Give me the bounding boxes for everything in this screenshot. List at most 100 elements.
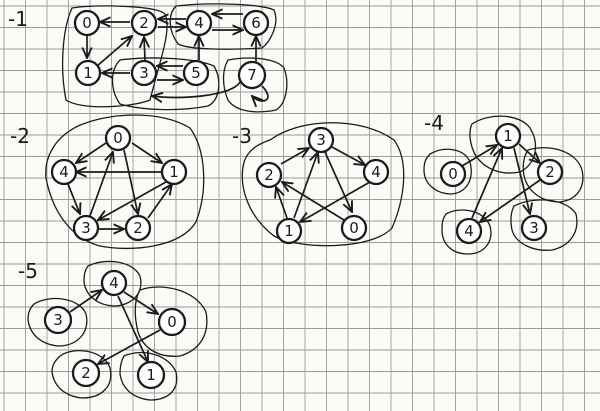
graph-edge bbox=[252, 85, 269, 101]
graph-node: 1 bbox=[275, 217, 303, 245]
graph-edge bbox=[518, 143, 540, 163]
svg-text:1: 1 bbox=[83, 64, 93, 82]
svg-text:0: 0 bbox=[167, 313, 177, 331]
svg-text:7: 7 bbox=[247, 66, 257, 84]
graph-node: 0 bbox=[104, 124, 132, 152]
svg-text:3: 3 bbox=[529, 219, 539, 237]
graph-node: 0 bbox=[340, 214, 368, 242]
graph-edge bbox=[123, 149, 138, 214]
graph-node: 7 bbox=[237, 60, 267, 90]
svg-text:0: 0 bbox=[82, 14, 92, 32]
component-outline bbox=[510, 199, 578, 251]
component-outline bbox=[119, 351, 178, 401]
graph-edge bbox=[331, 146, 365, 165]
graph-label-3: -3 bbox=[232, 124, 252, 148]
svg-text:2: 2 bbox=[81, 364, 91, 382]
graph-edge bbox=[123, 291, 158, 314]
graph-node: 0 bbox=[439, 160, 467, 188]
graph-edge bbox=[67, 183, 80, 214]
graph-edge bbox=[96, 36, 132, 67]
svg-text:2: 2 bbox=[264, 166, 274, 184]
graph-node: 3 bbox=[520, 214, 548, 242]
graph-node: 2 bbox=[130, 9, 158, 37]
graph-node: 3 bbox=[43, 305, 73, 335]
graph-edge bbox=[276, 187, 288, 219]
graph-node: 1 bbox=[494, 122, 522, 150]
svg-text:3: 3 bbox=[53, 311, 63, 329]
graph-node: 1 bbox=[74, 59, 102, 87]
graph-edge bbox=[147, 184, 172, 219]
graph-node: 4 bbox=[50, 158, 78, 186]
graph-node: 2 bbox=[536, 158, 564, 186]
component-outline bbox=[45, 114, 205, 250]
graph-label-4: -4 bbox=[424, 111, 444, 135]
graph-edge bbox=[282, 182, 345, 221]
graph-4: -4 1 0 2 4 3 bbox=[423, 111, 584, 255]
graph-edge bbox=[89, 152, 113, 217]
graph-edge bbox=[144, 37, 145, 61]
graph-3: -3 3 2 4 1 0 bbox=[232, 122, 405, 247]
graph-node: 2 bbox=[124, 214, 152, 242]
graph-edge bbox=[480, 179, 541, 222]
graph-edge bbox=[293, 152, 318, 219]
graph-node: 3 bbox=[307, 126, 335, 154]
svg-text:2: 2 bbox=[545, 163, 555, 181]
graph-edge bbox=[280, 148, 309, 165]
svg-text:4: 4 bbox=[109, 274, 119, 292]
graph-node: 1 bbox=[160, 158, 188, 186]
svg-text:3: 3 bbox=[139, 64, 149, 82]
svg-text:5: 5 bbox=[191, 64, 201, 82]
svg-text:3: 3 bbox=[316, 131, 326, 149]
graph-edge bbox=[131, 142, 162, 163]
graph-1: -1 0 2 4 6 1 3 5 7 bbox=[8, 3, 288, 113]
component-outline bbox=[169, 3, 277, 50]
svg-text:1: 1 bbox=[503, 127, 513, 145]
graph-node: 0 bbox=[73, 9, 101, 37]
svg-text:6: 6 bbox=[251, 14, 261, 32]
graph-node: 4 bbox=[362, 158, 390, 186]
graph-node: 1 bbox=[136, 360, 166, 390]
svg-text:2: 2 bbox=[139, 14, 149, 32]
svg-text:1: 1 bbox=[284, 222, 294, 240]
graph-node: 2 bbox=[255, 161, 283, 189]
graph-node: 0 bbox=[157, 307, 187, 337]
graph-5: -5 4 3 0 2 1 bbox=[18, 259, 208, 401]
component-outline bbox=[423, 148, 472, 195]
graph-node: 4 bbox=[100, 269, 128, 297]
graph-label-1: -1 bbox=[8, 7, 28, 31]
svg-text:0: 0 bbox=[113, 129, 123, 147]
svg-text:4: 4 bbox=[371, 163, 381, 181]
graph-edge bbox=[471, 148, 502, 219]
svg-text:4: 4 bbox=[194, 14, 204, 32]
component-outline bbox=[83, 260, 142, 307]
svg-text:4: 4 bbox=[464, 222, 474, 240]
graph-node: 3 bbox=[72, 214, 100, 242]
svg-text:2: 2 bbox=[133, 219, 143, 237]
svg-text:1: 1 bbox=[146, 366, 156, 384]
graph-node: 2 bbox=[71, 358, 101, 388]
svg-text:3: 3 bbox=[81, 219, 91, 237]
graph-node: 5 bbox=[182, 59, 210, 87]
graph-edge bbox=[513, 147, 530, 214]
graph-edge bbox=[69, 290, 102, 313]
graph-label-2: -2 bbox=[10, 124, 30, 148]
graph-node: 6 bbox=[242, 9, 270, 37]
svg-text:0: 0 bbox=[349, 219, 359, 237]
component-outline bbox=[27, 297, 88, 347]
component-outline bbox=[134, 286, 208, 357]
graph-edge bbox=[461, 145, 497, 167]
graph-edge bbox=[117, 295, 148, 362]
graph-edge bbox=[98, 329, 161, 364]
graph-edge bbox=[152, 81, 241, 97]
svg-text:4: 4 bbox=[59, 163, 69, 181]
graph-node: 4 bbox=[455, 217, 483, 245]
graph-edge bbox=[76, 142, 107, 163]
svg-text:0: 0 bbox=[448, 165, 458, 183]
graph-edge bbox=[324, 151, 352, 212]
component-outline bbox=[111, 57, 220, 111]
svg-text:1: 1 bbox=[169, 163, 179, 181]
component-outline bbox=[241, 122, 405, 247]
graph-edge bbox=[98, 181, 167, 220]
